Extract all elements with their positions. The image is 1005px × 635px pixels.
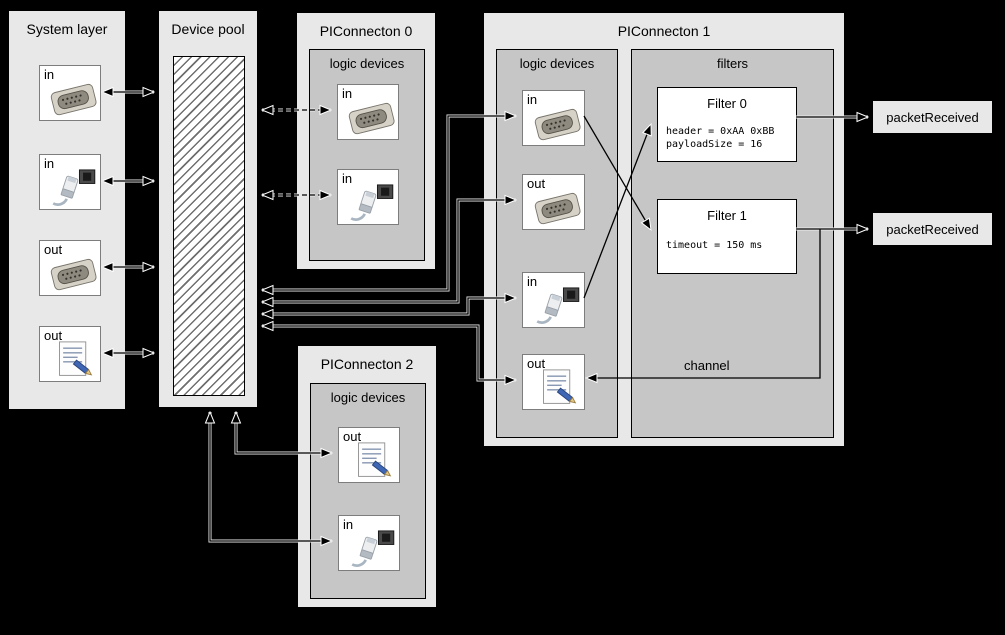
piconnecton1-logic-devices: logic devices in out in out (496, 49, 618, 438)
filter-1-title: Filter 1 (707, 208, 747, 223)
system-layer-panel: System layer in in out out (8, 10, 126, 410)
device-direction-label: in (527, 274, 538, 289)
piconnecton0-title: PIConnecton 0 (319, 23, 413, 39)
system-device-in-ethernet: in (39, 154, 101, 210)
piconnecton2-title: PIConnecton 2 (320, 356, 414, 372)
script-file-icon (534, 369, 582, 407)
pic2-device-in-ethernet: in (338, 515, 400, 571)
edge-pool-pic1-in-ethernet (262, 298, 516, 314)
piconnecton0-logic-devices: logic devices in in (309, 49, 425, 261)
device-pool-title: Device pool (171, 21, 245, 37)
system-device-out-serial: out (39, 240, 101, 296)
serial-connector-icon (50, 255, 98, 293)
filter-1-box: Filter 1 timeout = 150 ms (657, 199, 797, 274)
pic1-device-out-serial: out (522, 174, 585, 230)
packet-received-event-1: packetReceived (872, 212, 993, 246)
piconnecton0-panel: PIConnecton 0 logic devices in in (296, 12, 436, 270)
device-direction-label: in (44, 156, 55, 171)
event-label: packetReceived (886, 109, 979, 125)
pic1-device-in-ethernet: in (522, 272, 585, 328)
logic-devices-label: logic devices (519, 56, 595, 71)
logic-devices-label: logic devices (329, 56, 405, 71)
serial-connector-icon (348, 99, 396, 137)
ethernet-connector-icon (349, 530, 397, 568)
ethernet-connector-icon (50, 169, 98, 207)
ethernet-connector-icon (534, 287, 582, 325)
pic1-device-in-serial: in (522, 90, 585, 146)
device-direction-label: out (527, 176, 546, 191)
pic1-device-out-script: out (522, 354, 585, 410)
event-label: packetReceived (886, 221, 979, 237)
serial-connector-icon (534, 105, 582, 143)
pic2-device-out-script: out (338, 427, 400, 483)
device-direction-label: in (44, 67, 55, 82)
pic0-device-in-ethernet: in (337, 169, 399, 225)
piconnecton1-title: PIConnecton 1 (617, 23, 711, 39)
channel-label: channel (684, 358, 730, 373)
filter-0-title: Filter 0 (707, 96, 747, 111)
system-layer-title: System layer (26, 21, 108, 37)
serial-connector-icon (50, 80, 98, 118)
packet-received-event-0: packetReceived (872, 100, 993, 134)
device-direction-label: out (44, 328, 63, 343)
filter-0-box: Filter 0 header = 0xAA 0xBB payloadSize … (657, 87, 797, 162)
device-direction-label: out (343, 429, 362, 444)
logic-devices-label: logic devices (330, 390, 406, 405)
piconnecton1-panel: PIConnecton 1 logic devices in out in ou… (483, 12, 845, 447)
device-pool-panel: Device pool (158, 10, 258, 408)
pic0-device-in-serial: in (337, 84, 399, 140)
device-direction-label: in (343, 517, 354, 532)
piconnecton2-panel: PIConnecton 2 logic devices out in (297, 345, 437, 608)
piconnecton1-filters: filters Filter 0 header = 0xAA 0xBB payl… (631, 49, 834, 438)
system-device-in-serial: in (39, 65, 101, 121)
system-device-out-script: out (39, 326, 101, 382)
filters-label: filters (716, 56, 749, 71)
script-file-icon (50, 341, 98, 379)
device-direction-label: out (527, 356, 546, 371)
filter-1-param-timeout: timeout = 150 ms (666, 240, 763, 251)
ethernet-connector-icon (348, 184, 396, 222)
filter-0-param-payloadsize: payloadSize = 16 (666, 139, 763, 150)
script-file-icon (349, 442, 397, 480)
device-direction-label: in (342, 86, 353, 101)
filter-0-param-header: header = 0xAA 0xBB (666, 126, 775, 137)
device-pool-hatch (173, 56, 245, 396)
serial-connector-icon (534, 189, 582, 227)
device-direction-label: in (527, 92, 538, 107)
piconnecton2-logic-devices: logic devices out in (310, 383, 426, 599)
device-direction-label: out (44, 242, 63, 257)
